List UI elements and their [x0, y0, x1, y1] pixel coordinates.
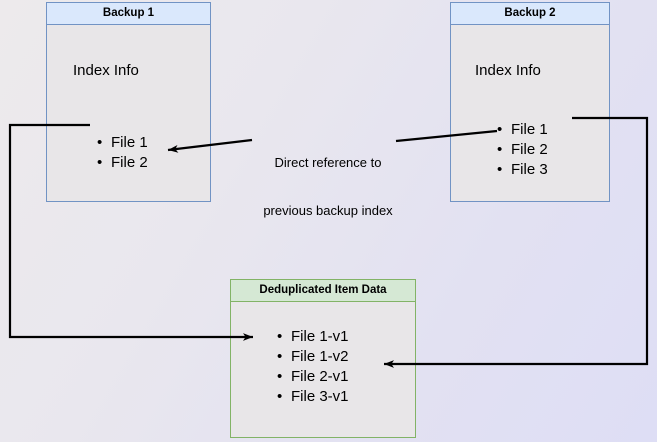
- list-item: File 2: [497, 140, 548, 160]
- dedup-file-list: File 1-v1 File 1-v2 File 2-v1 File 3-v1: [277, 327, 349, 407]
- backup-1-index-info-label: Index Info: [73, 62, 139, 79]
- list-item: File 1-v2: [277, 347, 349, 367]
- list-item: File 2: [97, 153, 148, 173]
- backup-2-index-info-label: Index Info: [475, 62, 541, 79]
- deduplicated-item-data-body: File 1-v1 File 1-v2 File 2-v1 File 3-v1: [231, 302, 415, 437]
- list-item: File 1: [497, 120, 548, 140]
- list-item: File 3: [497, 160, 548, 180]
- direct-reference-line-1: Direct reference to: [274, 155, 382, 170]
- backup-2-box: Backup 2 Index Info File 1 File 2 File 3: [450, 2, 610, 202]
- direct-reference-line-2: previous backup index: [263, 203, 393, 218]
- deduplicated-item-data-header: Deduplicated Item Data: [231, 280, 415, 302]
- list-item: File 1: [97, 133, 148, 153]
- backup-1-header: Backup 1: [47, 3, 210, 25]
- list-item: File 2-v1: [277, 367, 349, 387]
- list-item: File 3-v1: [277, 387, 349, 407]
- backup-1-file-list: File 1 File 2: [97, 133, 148, 173]
- direct-reference-annotation: Direct reference to previous backup inde…: [253, 123, 403, 251]
- backup-2-body: Index Info File 1 File 2 File 3: [451, 25, 609, 201]
- backup-2-header: Backup 2: [451, 3, 609, 25]
- list-item: File 1-v1: [277, 327, 349, 347]
- backup-1-body: Index Info File 1 File 2: [47, 25, 210, 201]
- backup-1-box: Backup 1 Index Info File 1 File 2: [46, 2, 211, 202]
- deduplicated-item-data-box: Deduplicated Item Data File 1-v1 File 1-…: [230, 279, 416, 438]
- backup-2-file-list: File 1 File 2 File 3: [497, 120, 548, 180]
